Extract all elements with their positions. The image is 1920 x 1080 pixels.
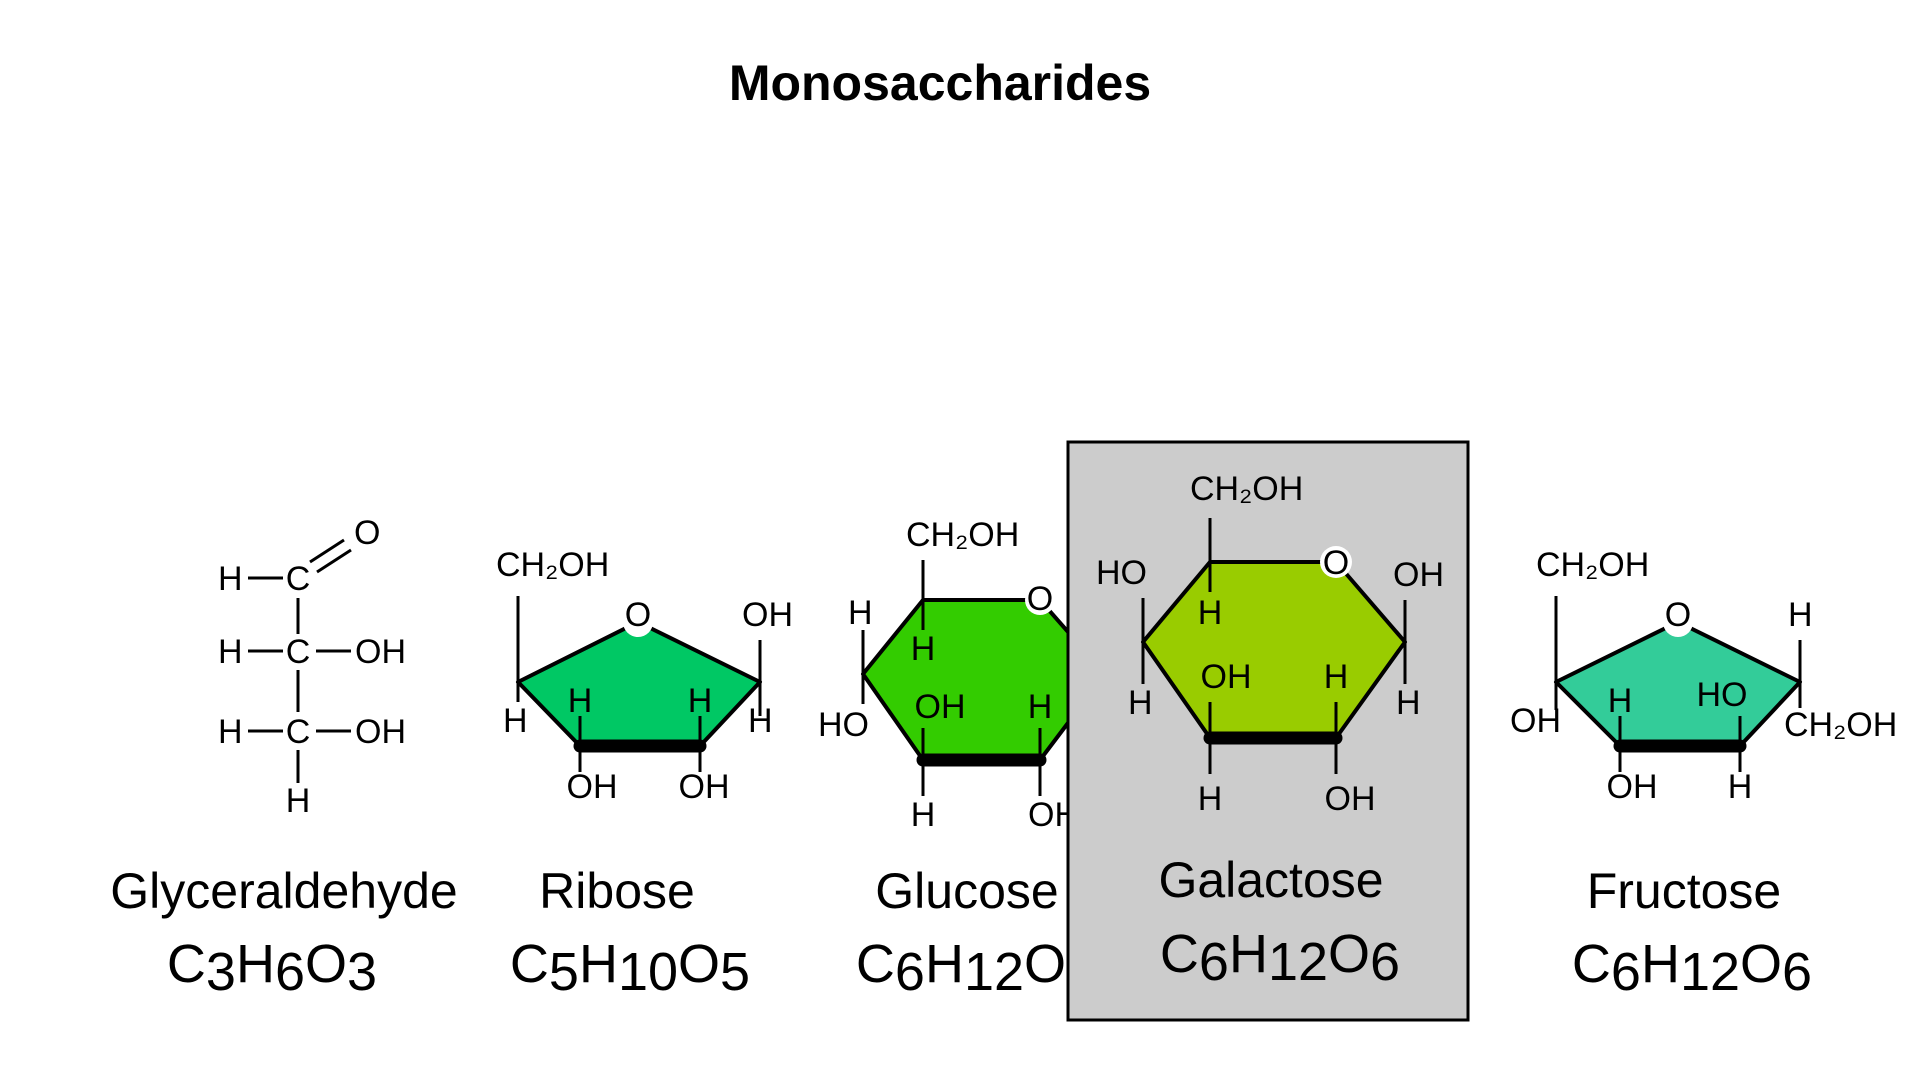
atom-label: H (911, 630, 936, 668)
atom-label: OH (1510, 702, 1561, 740)
atom-label: OH (567, 768, 618, 806)
glyceraldehyde-formula: C3H6O3 (167, 934, 377, 1002)
fructose-ring (1554, 620, 1802, 748)
fructose-structure: CH₂OH O H OH H HO CH₂OH OH H (1510, 546, 1897, 806)
ring-oxygen-marker (623, 607, 653, 637)
atom-label: OH (355, 633, 406, 671)
atom-label: H (848, 594, 873, 632)
atom-label: C (286, 560, 311, 598)
atom-label: OH (1201, 658, 1252, 696)
atom-label: C (286, 713, 311, 751)
galactose-structure: CH₂OH O HO OH H OH H H H H OH (1096, 470, 1444, 818)
atom-label: CH₂OH (1536, 546, 1649, 584)
glucose-name: Glucose (875, 863, 1058, 919)
glyceraldehyde-name: Glyceraldehyde (110, 863, 457, 919)
atom-label: H (1324, 658, 1349, 696)
ring-oxygen-marker (1663, 607, 1693, 637)
atom-label: H (1728, 768, 1753, 806)
atom-label: H (1028, 688, 1053, 726)
atom-label: OH (355, 713, 406, 751)
glucose-structure: CH₂OH O H H HO OH H H OH (818, 516, 1107, 834)
atom-label: CH₂OH (906, 516, 1019, 554)
ribose-name: Ribose (539, 863, 695, 919)
double-bond (309, 538, 345, 564)
atom-label: HO (818, 706, 869, 744)
glyceraldehyde-structure: O H C H C OH H C OH H (218, 514, 406, 820)
atom-label: CH₂OH (1784, 706, 1897, 744)
atom-label: C (286, 633, 311, 671)
fructose-name: Fructose (1587, 863, 1782, 919)
atom-label: H (286, 782, 311, 820)
glucose-formula: C6H12O6 (856, 934, 1096, 1002)
atom-label: CH₂OH (496, 546, 609, 584)
fructose-formula: C6H12O6 (1572, 934, 1812, 1002)
ribose-structure: CH₂OH O OH H H H H OH OH (496, 546, 793, 806)
atom-label: O (1323, 544, 1349, 582)
atom-label: OH (1393, 556, 1444, 594)
atom-label: OH (742, 596, 793, 634)
atom-label: H (1198, 780, 1223, 818)
atom-label: O (354, 514, 380, 552)
atom-label: O (1027, 580, 1053, 618)
atom-label: H (218, 633, 243, 671)
atom-label: H (1128, 684, 1153, 722)
atom-label: H (688, 682, 713, 720)
atom-label: H (911, 796, 936, 834)
atom-label: H (1608, 682, 1633, 720)
diagram-title: Monosaccharides (729, 55, 1151, 111)
atom-label: CH₂OH (1190, 470, 1303, 508)
atom-label: HO (1096, 554, 1147, 592)
double-bond (316, 548, 352, 574)
atom-label: H (503, 702, 528, 740)
galactose-formula: C6H12O6 (1160, 924, 1400, 992)
ribose-ring (516, 620, 762, 748)
ring-oxygen-marker (1025, 585, 1055, 615)
ribose-formula: C5H10O5 (510, 934, 750, 1002)
galactose-name: Galactose (1158, 852, 1383, 908)
atom-label: OH (1607, 768, 1658, 806)
atom-label: H (218, 713, 243, 751)
atom-label: O (625, 596, 651, 634)
atom-label: HO (1697, 676, 1748, 714)
atom-label: O (1665, 596, 1691, 634)
atom-label: OH (915, 688, 966, 726)
atom-label: H (218, 560, 243, 598)
atom-label: OH (1325, 780, 1376, 818)
atom-label: H (1788, 596, 1813, 634)
ring-oxygen-marker (1320, 546, 1352, 578)
atom-label: H (1198, 594, 1223, 632)
atom-label: H (568, 682, 593, 720)
atom-label: H (1396, 684, 1421, 722)
atom-label: H (748, 702, 773, 740)
atom-label: OH (679, 768, 730, 806)
